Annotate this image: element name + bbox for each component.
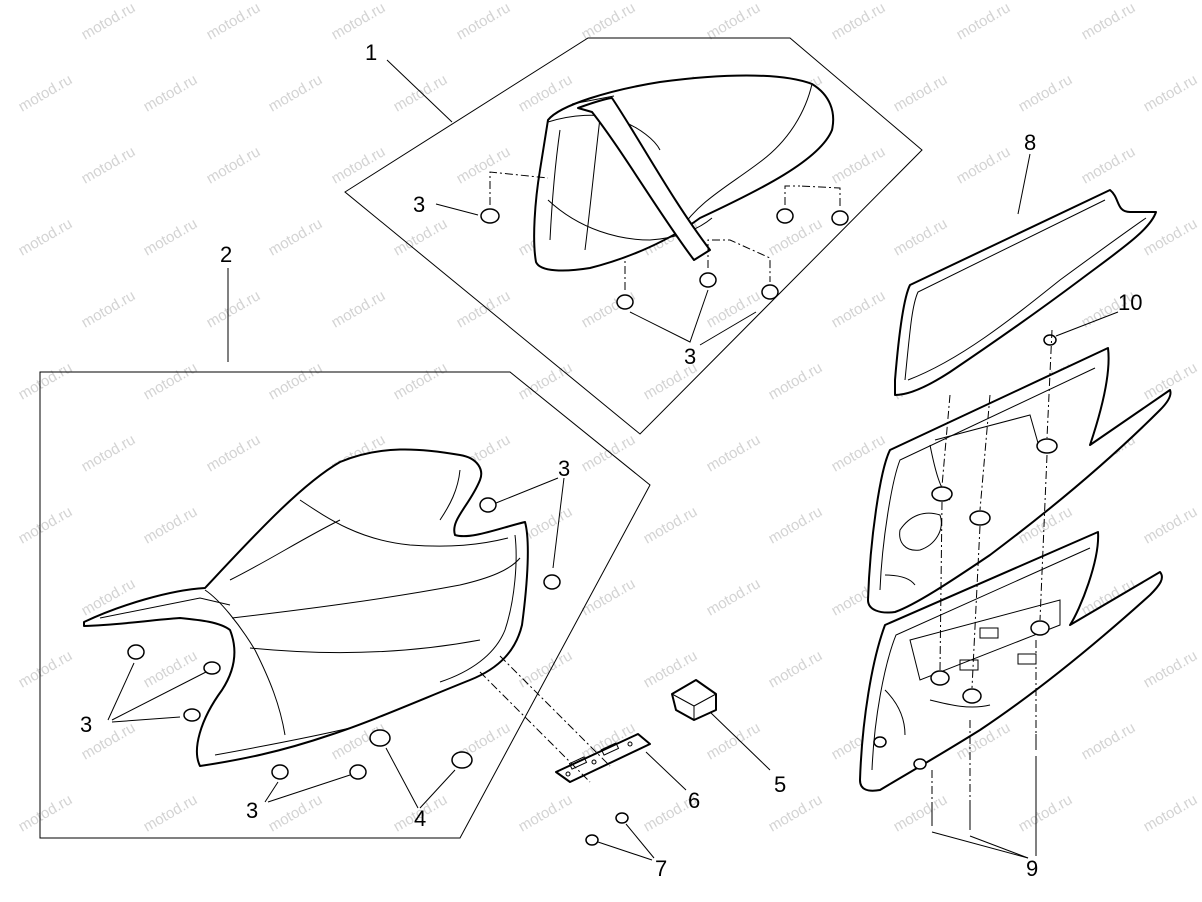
watermark-text: motod.ru [1079, 719, 1139, 763]
watermark-text: motod.ru [829, 143, 889, 187]
callout-2: 2 [220, 242, 232, 267]
callout-3-top: 3 [413, 192, 425, 217]
watermark-text: motod.ru [704, 0, 764, 43]
watermark-text: motod.ru [16, 71, 76, 115]
callout-6: 6 [688, 788, 700, 813]
watermark-text: motod.ru [266, 359, 326, 403]
watermark-text: motod.ru [204, 287, 264, 331]
watermark-text: motod.ru [16, 647, 76, 691]
watermark-text: motod.ru [16, 503, 76, 547]
watermark-text: motod.ru [1141, 791, 1201, 835]
tail-cover [894, 189, 1157, 396]
watermark-text: motod.ru [141, 215, 201, 259]
watermark-text: motod.ru [454, 287, 514, 331]
group-frame-2 [39, 371, 651, 839]
watermark-text: motod.ru [891, 215, 951, 259]
watermark-text: motod.ru [766, 647, 826, 691]
watermark-text: motod.ru [704, 719, 764, 763]
watermark-text: motod.ru [266, 791, 326, 835]
watermark-text: motod.ru [16, 359, 76, 403]
watermark-text: motod.ru [641, 503, 701, 547]
lower-tail-panel [859, 531, 1163, 792]
watermark-text: motod.ru [766, 791, 826, 835]
watermark-text: motod.ru [391, 359, 451, 403]
watermark-text: motod.ru [1141, 647, 1201, 691]
watermark-text: motod.ru [891, 791, 951, 835]
watermark-text: motod.ru [204, 0, 264, 43]
leader-lines [107, 59, 1119, 861]
watermark-text: motod.ru [204, 431, 264, 475]
watermark-text: motod.ru [454, 143, 514, 187]
watermark-text: motod.ru [79, 0, 139, 43]
watermark-text: motod.ru [1016, 71, 1076, 115]
watermark-text: motod.ru [516, 359, 576, 403]
watermark-text: motod.ru [16, 791, 76, 835]
callout-9: 9 [1026, 856, 1038, 881]
watermark-text: motod.ru [1079, 143, 1139, 187]
watermark-text: motod.ru [266, 215, 326, 259]
watermark-text: motod.ru [266, 71, 326, 115]
callout-3-left: 3 [80, 712, 92, 737]
callout-labels: 1 2 3 3 3 3 3 4 5 6 7 8 9 10 [80, 40, 1142, 881]
upper-tail-panel [867, 347, 1172, 614]
watermark-text: motod.ru [79, 143, 139, 187]
callout-1: 1 [365, 40, 377, 65]
watermark-text: motod.ru [829, 287, 889, 331]
watermark-text: motod.ru [204, 143, 264, 187]
watermark-text: motod.ru [516, 647, 576, 691]
watermark-text: motod.ru [16, 215, 76, 259]
callout-10: 10 [1118, 290, 1142, 315]
watermark-text: motod.ru [329, 0, 389, 43]
watermark-text: motod.ru [141, 647, 201, 691]
watermark-text: motod.ru [829, 431, 889, 475]
watermark-text: motod.ru [954, 143, 1014, 187]
rubber-block [671, 679, 717, 721]
watermark-text: motod.ru [141, 503, 201, 547]
callout-3-right: 3 [558, 456, 570, 481]
watermark-text: motod.ru [579, 287, 639, 331]
watermark-text: motod.ru [1016, 791, 1076, 835]
callout-4: 4 [414, 806, 426, 831]
callout-5: 5 [774, 772, 786, 797]
watermark-text: motod.ru [704, 575, 764, 619]
watermark-text: motod.ru [329, 143, 389, 187]
watermark-text: motod.ru [829, 0, 889, 43]
watermark-text: motod.ru [1141, 71, 1201, 115]
watermark-text: motod.ru [766, 215, 826, 259]
watermark-text: motod.ru [579, 0, 639, 43]
watermark-text: motod.ru [579, 575, 639, 619]
bracket-plate [555, 733, 651, 783]
passenger-seat [533, 74, 835, 272]
watermark-text: motod.ru [329, 287, 389, 331]
watermark-text: motod.ru [141, 71, 201, 115]
assembly-lines [479, 171, 1053, 805]
watermark-text: motod.ru [141, 791, 201, 835]
watermark-text: motod.ru [454, 0, 514, 43]
grommets [127, 208, 1058, 846]
watermark-text: motod.ru [891, 71, 951, 115]
watermark-text: motod.ru [516, 791, 576, 835]
watermark-text: motod.ru [704, 431, 764, 475]
watermark-text: motod.ru [766, 503, 826, 547]
callout-3-mid: 3 [684, 344, 696, 369]
watermark-text: motod.ru [391, 71, 451, 115]
watermark-text: motod.ru [1141, 503, 1201, 547]
watermark-text: motod.ru [79, 431, 139, 475]
watermark-text: motod.ru [79, 287, 139, 331]
callout-8: 8 [1024, 130, 1036, 155]
rider-seat [83, 448, 529, 767]
callout-7: 7 [655, 856, 667, 881]
watermark-text: motod.ru [1079, 0, 1139, 43]
callout-3-bottom: 3 [246, 798, 258, 823]
watermark-text: motod.ru [954, 0, 1014, 43]
watermark-text: motod.ru [766, 359, 826, 403]
watermark-text: motod.ru [141, 359, 201, 403]
group-frame-1 [344, 37, 923, 435]
